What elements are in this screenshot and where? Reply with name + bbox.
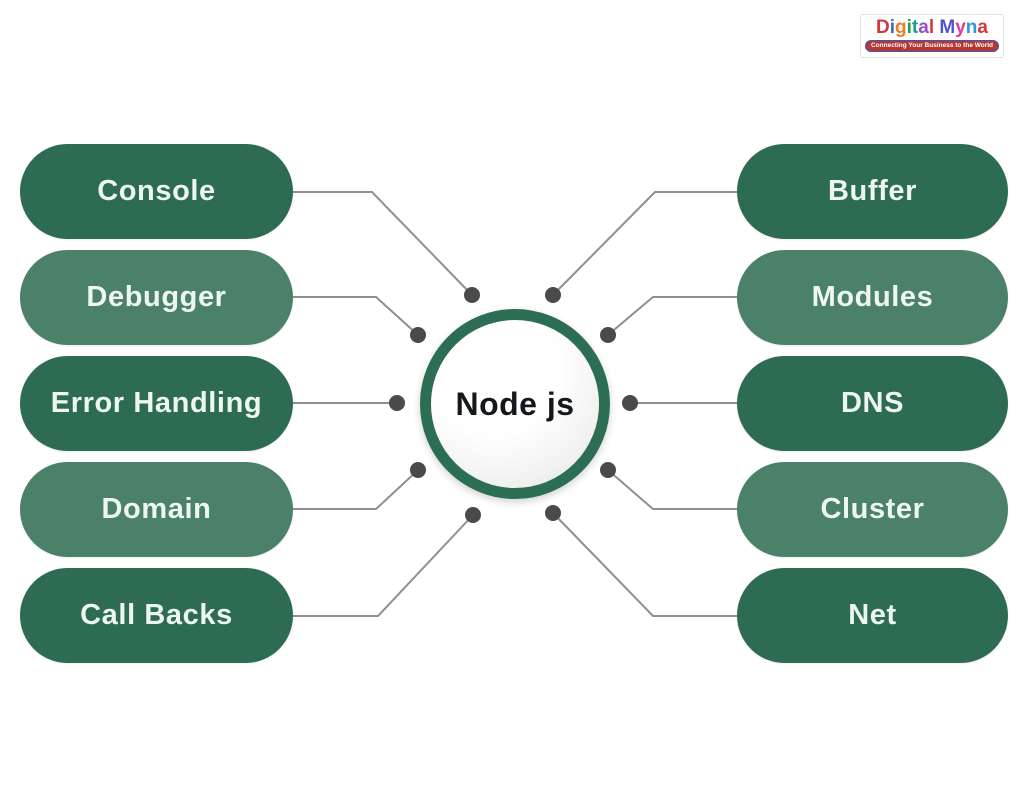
node-pill-domain: Domain — [20, 462, 293, 557]
node-label: Console — [97, 175, 216, 207]
connector-line-net — [552, 512, 737, 617]
connector-dot — [389, 395, 405, 411]
connector-dot — [465, 507, 481, 523]
node-pill-console: Console — [20, 144, 293, 239]
connector-dot — [410, 327, 426, 343]
connector-dot — [545, 505, 561, 521]
connector-dot — [464, 287, 480, 303]
node-pill-error-handling: Error Handling — [20, 356, 293, 451]
connector-dot — [622, 395, 638, 411]
node-label: DNS — [840, 387, 905, 419]
node-pill-call-backs: Call Backs — [20, 568, 293, 663]
node-label: Call Backs — [80, 599, 233, 631]
node-pill-debugger: Debugger — [20, 250, 293, 345]
connector-line-debugger — [293, 296, 419, 336]
connector-dot — [545, 287, 561, 303]
connector-line-buffer — [552, 191, 737, 296]
node-pill-cluster: Cluster — [737, 462, 1008, 557]
node-label: Net — [848, 599, 897, 631]
node-label: Domain — [101, 493, 212, 525]
connector-line-cluster — [607, 469, 737, 510]
center-node: Node js — [420, 309, 610, 499]
node-label: Modules — [811, 281, 934, 313]
connector-line-console — [293, 191, 473, 296]
node-label: Error Handling — [50, 387, 263, 419]
node-label: Buffer — [828, 175, 917, 207]
node-pill-buffer: Buffer — [737, 144, 1008, 239]
connector-line-call-backs — [293, 514, 474, 617]
brand-name: Digital Myna — [876, 17, 988, 38]
connector-dot — [410, 462, 426, 478]
connector-dot — [600, 327, 616, 343]
node-pill-net: Net — [737, 568, 1008, 663]
connector-dot — [600, 462, 616, 478]
node-pill-modules: Modules — [737, 250, 1008, 345]
node-pill-dns: DNS — [737, 356, 1008, 451]
connector-line-domain — [293, 469, 419, 510]
node-label: Cluster — [820, 493, 925, 525]
connector-line-modules — [607, 296, 737, 336]
brand-tagline: Connecting Your Business to the World — [865, 40, 999, 52]
center-node-label: Node js — [455, 385, 575, 422]
node-label: Debugger — [86, 281, 227, 313]
brand-logo: Digital Myna Connecting Your Business to… — [860, 14, 1004, 58]
